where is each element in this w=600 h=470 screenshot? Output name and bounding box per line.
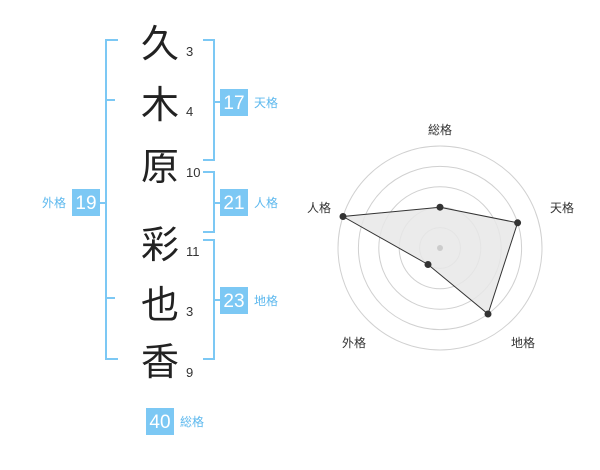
radar-label-gaikaku: 外格 <box>342 335 366 350</box>
name-char-2: 木 <box>141 83 179 127</box>
jinkaku-badge <box>220 189 248 216</box>
jinkaku-bracket <box>203 171 215 233</box>
radar-label-chikaku: 地格 <box>511 335 535 350</box>
radar-points <box>339 203 522 318</box>
jinkaku-value: 21 <box>223 193 244 214</box>
name-char-1: 久 <box>141 22 179 66</box>
name-char-4: 彩 <box>141 223 179 267</box>
radar-polygon <box>341 206 519 315</box>
stroke-count-3: 10 <box>186 165 200 180</box>
name-char-3: 原 <box>141 145 179 189</box>
radar-point <box>436 203 444 211</box>
gaikaku-value: 19 <box>75 193 96 214</box>
tenkaku-badge <box>220 89 248 116</box>
radar-label-soukaku: 総格 <box>428 122 452 137</box>
gaikaku-label: 外格 <box>42 195 66 210</box>
tenkaku-value: 17 <box>223 93 244 114</box>
chikaku-bracket <box>203 239 215 360</box>
soukaku-badge <box>146 408 174 435</box>
radar-chart: 総格 天格 地格 外格 人格 <box>307 122 574 351</box>
chikaku-value: 23 <box>223 291 244 312</box>
chikaku-label: 地格 <box>254 293 278 308</box>
radar-point <box>514 219 522 227</box>
radar-ring <box>357 165 523 331</box>
stroke-count-2: 4 <box>186 104 193 119</box>
stroke-count-4: 11 <box>186 244 200 259</box>
stroke-count-1: 3 <box>186 44 193 59</box>
gaikaku-bracket <box>105 39 118 360</box>
radar-label-jinkaku: 人格 <box>307 200 331 215</box>
name-char-6: 香 <box>141 340 179 384</box>
tenkaku-label: 天格 <box>254 95 278 110</box>
radar-ring <box>337 145 543 351</box>
soukaku-value: 40 <box>149 412 170 433</box>
radar-label-tenkaku: 天格 <box>550 200 574 215</box>
radar-point <box>484 310 492 318</box>
chikaku-badge <box>220 287 248 314</box>
soukaku-label: 総格 <box>180 414 204 429</box>
tenkaku-bracket <box>203 39 215 161</box>
radar-point <box>339 213 347 220</box>
jinkaku-label: 人格 <box>254 195 278 210</box>
name-char-5: 也 <box>141 283 179 327</box>
radar-point <box>424 261 432 268</box>
stroke-count-6: 9 <box>186 365 193 380</box>
gaikaku-badge <box>72 189 100 216</box>
radar-center-dot <box>437 245 443 251</box>
stroke-count-5: 3 <box>186 304 193 319</box>
